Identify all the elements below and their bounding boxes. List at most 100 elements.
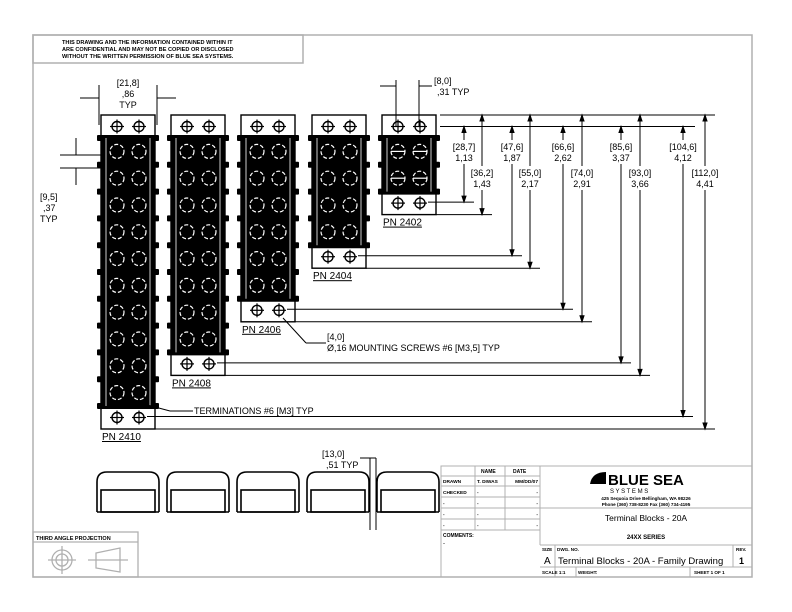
height-dim-in: ,51 TYP	[326, 460, 358, 470]
terminal-screw-icon	[131, 170, 147, 186]
overall-dim-in: 2,91	[573, 179, 591, 189]
terminal-screw-icon	[109, 385, 125, 401]
terminal-screw-icon	[179, 170, 195, 186]
terminal-screw-icon	[131, 358, 147, 374]
company-address: 425 Sequoia Drive Bellingham, WA 98226	[601, 496, 691, 501]
row-date: -	[536, 502, 538, 507]
center-to-center-dim-in: 4,12	[674, 153, 692, 163]
company-phone: Phone (360) 738-8230 Fax (360) 734-4195	[602, 502, 691, 507]
screw-spacing-dimension	[380, 80, 432, 127]
header-name: NAME	[481, 469, 496, 475]
row-name: -	[477, 513, 479, 518]
terminal-screw-icon	[201, 277, 217, 293]
mounting-screw-icon	[343, 249, 357, 264]
terminal-screw-icon	[249, 143, 265, 159]
mounting-screw-icon	[180, 119, 194, 134]
mounting-screw-icon	[321, 119, 335, 134]
side-profile	[96, 471, 160, 512]
terminal-screw-icon	[201, 224, 217, 240]
comments-value: -	[443, 541, 445, 547]
projection-label: THIRD ANGLE PROJECTION	[36, 536, 111, 542]
mounting-screw-icon	[132, 119, 146, 134]
terminal-screw-icon	[342, 170, 358, 186]
height-dimension	[360, 457, 377, 530]
terminal-screw-icon	[179, 143, 195, 159]
dwg-label: DWG. NO.	[557, 547, 579, 552]
part-number-label: PN 2410	[102, 432, 141, 443]
side-profile	[306, 471, 370, 512]
mounting-screw-icon	[391, 119, 405, 134]
side-view	[96, 471, 440, 513]
overall-dim-in: 3,66	[631, 179, 649, 189]
terminal-screw-icon	[249, 251, 265, 267]
pitch-dim-in: ,37	[43, 203, 56, 213]
terminal-screw-icon	[179, 277, 195, 293]
mounting-screw-icon	[413, 119, 427, 134]
header-date: DATE	[513, 469, 527, 475]
drawing-title: Terminal Blocks - 20A	[605, 513, 688, 523]
row-name: -	[477, 502, 479, 507]
terminal-screw-icon	[131, 224, 147, 240]
overall-dim-in: 4,41	[696, 179, 714, 189]
terminal-block: PN 2406	[237, 114, 299, 336]
mounting-screw-icon	[272, 303, 286, 318]
pitch-dim-mm: [9,5]	[40, 192, 58, 202]
terminal-screw-icon	[179, 331, 195, 347]
center-to-center-dim-mm: [66,6]	[552, 142, 575, 152]
pitch-dim-typ: TYP	[40, 214, 58, 224]
terminal-screw-icon	[109, 251, 125, 267]
title-block-lines	[440, 465, 753, 578]
screw-spacing-mm: [8,0]	[434, 76, 452, 86]
width-dimension	[80, 85, 176, 125]
terminal-screw-icon	[320, 197, 336, 213]
terminal-screw-icon	[131, 385, 147, 401]
terminal-screw-icon	[320, 170, 336, 186]
terminal-screw-icon	[131, 331, 147, 347]
terminal-screw-icon	[320, 143, 336, 159]
dimensions: [28,7]1,13[36,2]1,43[47,6]1,87[55,0]2,17…	[147, 113, 722, 431]
terminal-screw-icon	[320, 224, 336, 240]
size-value: A	[544, 556, 551, 567]
terminal-screw-icon	[109, 331, 125, 347]
terminal-screw-icon	[249, 224, 265, 240]
mounting-screw-icon	[413, 196, 427, 211]
row-name: -	[477, 524, 479, 529]
terminal-screw-icon	[109, 197, 125, 213]
terminal-screw-icon	[201, 331, 217, 347]
overall-dim-mm: [74,0]	[571, 168, 594, 178]
width-dim-typ: TYP	[119, 100, 137, 110]
size-label: SIZE	[542, 547, 552, 552]
terminal-screw-icon	[109, 143, 125, 159]
mounting-screw-icon	[250, 303, 264, 318]
terminal-screw-icon	[179, 197, 195, 213]
mounting-screw-icon	[321, 249, 335, 264]
company-name: BLUE SEA	[608, 472, 684, 489]
overall-dim-mm: [55,0]	[519, 168, 542, 178]
mounting-screw-icon	[180, 356, 194, 371]
terminal-screw-icon	[109, 304, 125, 320]
terminal-screw-icon	[271, 224, 287, 240]
terminal-screw-icon	[201, 304, 217, 320]
terminal-screw-icon	[109, 224, 125, 240]
terminal-screw-icon	[201, 197, 217, 213]
terminal-screw-icon	[249, 170, 265, 186]
center-to-center-dim-in: 3,37	[612, 153, 630, 163]
terminal-screw-icon	[271, 251, 287, 267]
row-date: MM/DD/07	[515, 479, 538, 485]
overall-dim-mm: [36,2]	[471, 168, 494, 178]
mounting-screw-mm: [4,0]	[327, 332, 345, 342]
comments-label: COMMENTS:	[443, 533, 474, 539]
row-date: -	[536, 513, 538, 518]
mounting-screw-icon	[132, 410, 146, 425]
terminal-screw-icon	[109, 358, 125, 374]
confidential-line-3: WITHOUT THE WRITTEN PERMISSION OF BLUE S…	[62, 54, 234, 60]
mounting-screw-callout: Ø,16 MOUNTING SCREWS #6 [M3,5] TYP	[327, 343, 500, 353]
terminal-screw-icon	[249, 277, 265, 293]
row-label: -	[443, 524, 445, 529]
row-label: -	[443, 502, 445, 507]
company-sub: S Y S T E M S	[610, 489, 648, 495]
center-to-center-dim-in: 1,87	[503, 153, 521, 163]
terminal-screw-icon	[109, 170, 125, 186]
